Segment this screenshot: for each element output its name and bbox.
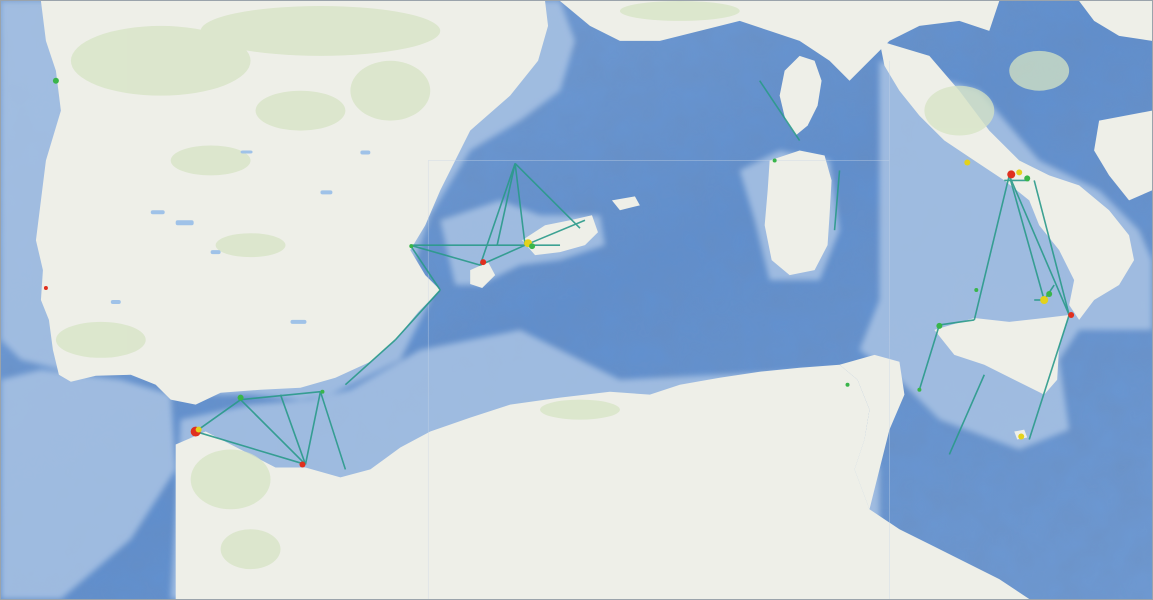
hotspot-marker: [1068, 311, 1075, 318]
track-line: [240, 399, 307, 466]
hotspot-marker: [195, 426, 202, 433]
track-line: [514, 163, 526, 246]
land-north-africa: [175, 364, 1030, 599]
hotspot-marker: [1040, 296, 1049, 304]
hotspot-marker: [299, 461, 306, 468]
hotspot-marker: [43, 286, 48, 291]
hotspot-marker: [964, 159, 971, 166]
land-sicily: [934, 314, 1070, 395]
hotspot-marker: [529, 243, 536, 250]
track-line: [514, 162, 581, 229]
track-line: [409, 244, 441, 291]
track-line: [759, 80, 801, 141]
track-line: [195, 399, 242, 433]
hotspot-marker: [1007, 170, 1016, 179]
track-line: [410, 244, 481, 266]
track-line: [1033, 180, 1070, 316]
hotspot-marker: [845, 382, 850, 387]
land-adriatic-east: [1079, 1, 1152, 41]
track-line: [394, 289, 441, 341]
vegetation-areas: [55, 1, 1070, 570]
track-line: [304, 391, 322, 465]
track-line: [319, 391, 347, 470]
hotspot-marker: [936, 322, 943, 329]
track-line: [1008, 175, 1045, 301]
track-line: [918, 324, 941, 390]
hotspot-marker: [1016, 169, 1023, 176]
inland-waters: [110, 150, 371, 324]
track-line: [479, 163, 516, 266]
track-line: [1008, 175, 1070, 316]
track-line: [833, 170, 841, 231]
hotspot-marker: [1024, 175, 1031, 182]
hotspot-marker: [237, 394, 244, 401]
track-line: [973, 175, 1011, 321]
tile-seams: [427, 60, 890, 599]
hotspot-marker: [1046, 291, 1053, 298]
track-line: [939, 319, 975, 326]
track-line: [344, 339, 396, 386]
hotspot-marker: [974, 288, 979, 293]
hotspot-marker: [480, 259, 487, 266]
track-line: [496, 163, 516, 246]
track-line: [1028, 314, 1070, 440]
vessel-density-hotspots: [43, 77, 1075, 468]
vessel-tracks: [195, 80, 1070, 470]
hotspot-marker: [52, 77, 59, 84]
land-ibiza: [470, 262, 496, 289]
land-corsica: [779, 55, 822, 136]
track-line: [524, 219, 586, 246]
hotspot-marker: [917, 387, 922, 392]
hotspot-marker: [772, 158, 777, 163]
hotspot-marker: [409, 244, 414, 249]
land-sardinia: [764, 150, 832, 276]
land-italy-heel: [1094, 110, 1152, 201]
land-tunisia: [839, 354, 905, 510]
track-line: [479, 244, 526, 266]
track-line: [279, 394, 307, 465]
land-southern-france: [560, 1, 1000, 81]
track-line: [195, 430, 306, 466]
hotspot-marker: [320, 389, 325, 394]
hotspot-marker: [1018, 433, 1025, 440]
track-line: [948, 374, 986, 455]
land-menorca: [611, 196, 640, 211]
